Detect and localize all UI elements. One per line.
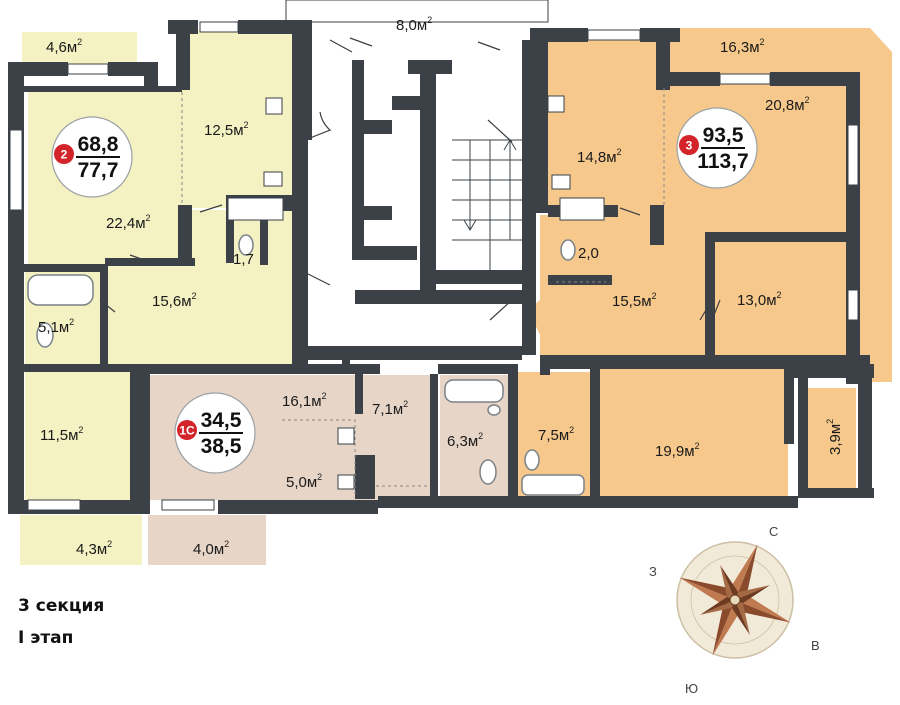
- badge-room-count-marker: [679, 135, 699, 155]
- badge-living-area: 68,8: [78, 133, 119, 156]
- room-label-bedroom-c1: 13,0м2: [737, 290, 782, 309]
- badge-room-count: 3: [686, 139, 693, 153]
- compass-east: В: [811, 638, 820, 653]
- compass-south: Ю: [685, 681, 698, 696]
- room-label-bedroom-a: 11,5м2: [40, 425, 83, 444]
- badge-total-area: 113,7: [697, 150, 748, 173]
- room-label-living-a: 22,4м2: [106, 213, 151, 232]
- badge-room-count: 2: [61, 148, 68, 162]
- compass-west: З: [649, 564, 657, 579]
- loggia-c2-area: [806, 388, 856, 488]
- hall-c-area: [528, 215, 712, 365]
- room-label-loggia-a: 4,6м2: [46, 37, 82, 56]
- area-badge-2: 3 93,5 113,7: [676, 107, 758, 189]
- room-label-hall-a: 15,6м2: [152, 291, 197, 310]
- badge-living-area: 93,5: [703, 124, 744, 147]
- room-label-bedroom-c2: 19,9м2: [655, 441, 700, 460]
- bath-fixtures: [27, 234, 585, 496]
- doors: [99, 37, 721, 321]
- badge-room-count-marker: [54, 144, 74, 164]
- badge-total-area: 38,5: [201, 435, 242, 458]
- room-label-wc-c: 2,0: [578, 245, 599, 262]
- area-badges: 2 68,8 77,7 1С 34,5 38,5 3 93,5 113,7: [51, 107, 758, 474]
- badge-room-count-marker: [177, 420, 197, 440]
- wc-a-area: [228, 212, 288, 272]
- zone-lines: [181, 88, 665, 498]
- room-label-studio-hall: 7,1м2: [372, 399, 408, 418]
- room-label-bath-a: 5,1м2: [38, 317, 74, 336]
- room-label-kitchen-a: 12,5м2: [204, 120, 249, 139]
- room-label-loggia-b: 4,0м2: [193, 539, 229, 558]
- area-badge-0: 2 68,8 77,7: [51, 116, 133, 198]
- windows: [9, 0, 859, 511]
- bedroom-c2-area: [598, 368, 788, 498]
- area-badge-1: 1С 34,5 38,5: [174, 392, 256, 474]
- caption-stage: I этап: [18, 628, 74, 648]
- room-label-balcony-top: 8,0м2: [396, 15, 432, 34]
- badge-total-area: 77,7: [78, 159, 119, 182]
- compass-star: [679, 544, 791, 656]
- room-label-loggia-c2: 3,9м2: [825, 419, 844, 455]
- loggia-b-area: [148, 515, 266, 565]
- room-label-loggia-a2: 4,3м2: [76, 539, 112, 558]
- loggia-a2-area: [20, 515, 142, 565]
- loggia-c-area: [670, 28, 892, 382]
- staircase: [452, 139, 530, 270]
- room-label-studio-bath: 6,3м2: [447, 431, 483, 450]
- room-label-bath-c: 7,5м2: [538, 425, 574, 444]
- room-label-studio-living: 16,1м2: [282, 391, 327, 410]
- room-label-kitchen-c: 14,8м2: [577, 147, 622, 166]
- room-label-living-c: 20,8м2: [765, 95, 810, 114]
- kitchen-fixtures: [227, 95, 605, 490]
- room-labels: 8,0м2 4,6м2 12,5м2 22,4м2 1,7 5,1м2 15,6м2 11,5…: [38, 15, 844, 558]
- bedroom-a-area: [25, 372, 135, 504]
- room-label-studio-kitchen: 5,0м2: [286, 472, 322, 491]
- walls: [8, 20, 874, 514]
- room-label-hall-c: 15,5м2: [612, 291, 657, 310]
- badge-living-area: 34,5: [201, 409, 242, 432]
- caption-section: 3 секция: [18, 596, 105, 616]
- bedroom-c1-area: [714, 242, 846, 364]
- compass-north: С: [769, 524, 778, 539]
- room-label-loggia-c: 16,3м2: [720, 37, 765, 56]
- room-label-wc-a: 1,7: [233, 251, 254, 268]
- compass-rose: С З В Ю: [649, 524, 820, 696]
- badge-room-count: 1С: [179, 424, 195, 438]
